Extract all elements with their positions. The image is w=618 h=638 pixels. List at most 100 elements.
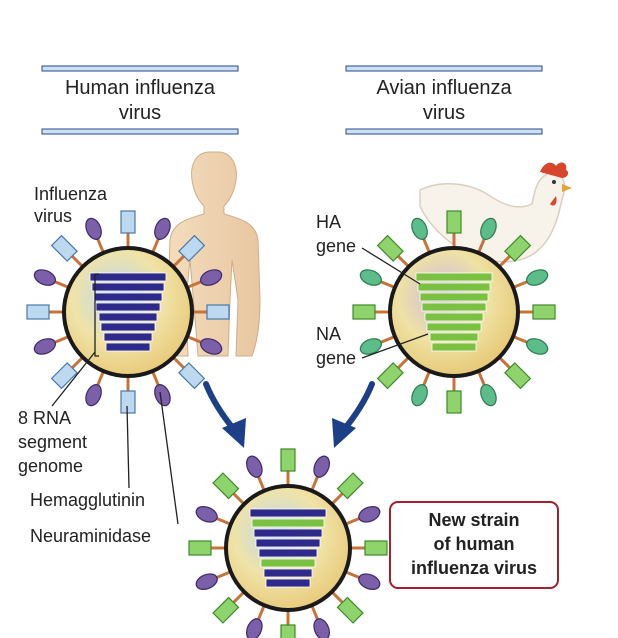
rna-segment xyxy=(415,272,493,282)
neuraminidase-spike xyxy=(480,384,497,407)
human-title-line1: Human influenza xyxy=(65,77,216,99)
spike-stalk xyxy=(344,570,361,580)
arrow-left-icon xyxy=(203,381,246,448)
neuraminidase-spike xyxy=(200,338,223,355)
hemagglutinin-spike xyxy=(178,362,206,390)
rna-segment xyxy=(426,322,482,332)
rna-segment xyxy=(105,342,151,352)
spike-stalk xyxy=(379,335,396,345)
neuraminidase-spike xyxy=(246,455,263,478)
hemagglutinin-spike xyxy=(504,234,532,262)
spike-stalk xyxy=(421,237,431,254)
svg-text:8 RNA: 8 RNA xyxy=(18,408,71,428)
svg-text:NA: NA xyxy=(316,324,341,344)
rna-segment xyxy=(419,292,489,302)
hemagglutinin-spike xyxy=(280,448,296,472)
hemagglutinin-leader-line xyxy=(126,405,130,489)
svg-text:Influenza: Influenza xyxy=(34,184,108,204)
na-gene-label: NA gene xyxy=(316,324,356,368)
spike-stalk xyxy=(396,254,410,268)
spike-stalk xyxy=(53,279,70,289)
genome-bracket xyxy=(94,273,99,357)
spike-stalk xyxy=(53,335,70,345)
rna-segment xyxy=(89,272,167,282)
result-line3: influenza virus xyxy=(411,558,537,578)
neuraminidase-spike xyxy=(195,506,218,523)
hemagglutinin-spike xyxy=(188,540,212,556)
hemagglutinin-spike xyxy=(446,390,462,414)
spike-stalk xyxy=(498,356,512,370)
spike-stalk xyxy=(330,590,345,605)
hemagglutinin-spike xyxy=(280,624,296,638)
svg-text:gene: gene xyxy=(316,236,356,256)
hemagglutinin-spike xyxy=(504,362,532,390)
neuraminidase-spike xyxy=(154,217,171,240)
rna-segment xyxy=(100,322,156,332)
rna-segment xyxy=(95,302,161,312)
spike-stalk xyxy=(256,604,266,621)
hemagglutinin-spike xyxy=(352,304,376,320)
hemagglutinin-spike xyxy=(336,596,364,624)
spike-stalk xyxy=(215,516,232,526)
svg-text:gene: gene xyxy=(316,348,356,368)
rna-segment xyxy=(253,528,323,538)
svg-text:genome: genome xyxy=(18,456,83,476)
hemagglutinin-spike xyxy=(212,596,240,624)
svg-text:HA: HA xyxy=(316,212,341,232)
spike-stalk xyxy=(421,370,431,387)
rna-segment xyxy=(103,332,153,342)
spike-stalk xyxy=(186,335,203,345)
neuraminidase-spike xyxy=(359,338,382,355)
rna-segment xyxy=(249,508,327,518)
arrow-right-icon xyxy=(332,381,375,448)
spike-stalk xyxy=(379,279,396,289)
neuraminidase-spike xyxy=(411,384,428,407)
hemagglutinin-spike xyxy=(532,304,556,320)
rna-segment xyxy=(258,548,318,558)
spike-stalk xyxy=(256,475,266,492)
new-strain-box: New strain of human influenza virus xyxy=(389,501,559,589)
hemagglutinin-spike xyxy=(178,234,206,262)
spike-stalk xyxy=(151,370,161,387)
avian-title-line1: Avian influenza xyxy=(376,77,512,99)
rna-segment xyxy=(265,578,311,588)
neuraminidase-spike xyxy=(195,573,218,590)
svg-text:virus: virus xyxy=(34,206,72,226)
hemagglutinin-spike xyxy=(446,210,462,234)
rna-segment xyxy=(424,312,484,322)
neuraminidase-spike xyxy=(358,506,381,523)
spike-stalk xyxy=(186,279,203,289)
neuraminidase-spike xyxy=(246,618,263,638)
rna-segment xyxy=(417,282,491,292)
hemagglutinin-spike xyxy=(206,304,230,320)
spike-stalk xyxy=(512,279,529,289)
neuraminidase-spike xyxy=(33,269,56,286)
rna-segment xyxy=(251,518,325,528)
rna-segment xyxy=(260,558,316,568)
human-title-line2: virus xyxy=(119,102,161,124)
spike-stalk xyxy=(95,370,105,387)
rna-segment xyxy=(263,568,313,578)
neuraminidase-spike xyxy=(313,618,330,638)
spike-stalk xyxy=(512,335,529,345)
spike-stalk xyxy=(310,604,320,621)
rna-segment xyxy=(421,302,487,312)
spike-stalk xyxy=(95,237,105,254)
neuraminidase-spike xyxy=(358,573,381,590)
spike-stalk xyxy=(172,254,186,268)
spike-stalk xyxy=(396,356,410,370)
spike-stalk xyxy=(215,570,232,580)
na-gene-leader-line xyxy=(361,333,429,359)
spike-stalk xyxy=(498,254,512,268)
ha-gene-leader-line xyxy=(361,247,421,285)
svg-text:segment: segment xyxy=(18,432,87,452)
hemagglutinin-spike xyxy=(364,540,388,556)
result-line1: New strain xyxy=(428,510,519,530)
virus-envelope xyxy=(388,246,520,378)
neuraminidase-spike xyxy=(313,455,330,478)
neuraminidase-leader-line xyxy=(159,391,179,525)
neuraminidase-spike xyxy=(200,269,223,286)
spike-stalk xyxy=(151,237,161,254)
hemagglutinin-spike xyxy=(50,234,78,262)
human-virus xyxy=(26,210,230,414)
